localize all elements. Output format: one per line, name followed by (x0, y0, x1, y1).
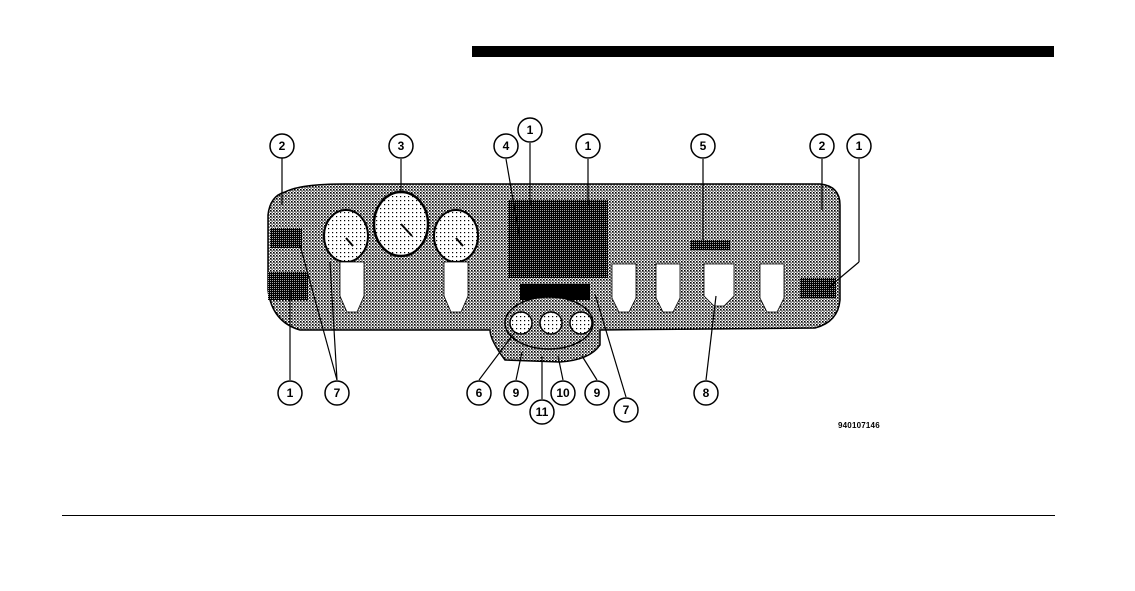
callout-label: 8 (703, 386, 710, 400)
callout-label: 9 (513, 386, 520, 400)
callout-label: 2 (819, 139, 826, 153)
callout-circle: 5 (691, 134, 715, 158)
callout-circle: 3 (389, 134, 413, 158)
callout-circle: 4 (494, 134, 518, 158)
callout-label: 11 (536, 405, 549, 419)
callout-label: 1 (287, 386, 294, 400)
callout-label: 1 (856, 139, 863, 153)
callout-label: 7 (334, 386, 341, 400)
callout-circle: 10 (551, 381, 575, 405)
callout-label: 6 (476, 386, 483, 400)
callout-circle: 1 (576, 134, 600, 158)
callout-circle: 6 (467, 381, 491, 405)
callout-circle: 11 (530, 400, 554, 424)
callout-circle: 2 (270, 134, 294, 158)
callout-circle: 7 (614, 398, 638, 422)
callout-label: 3 (398, 139, 405, 153)
callout-label: 1 (527, 123, 534, 137)
callout-label: 10 (556, 386, 570, 400)
callout-circle: 7 (325, 381, 349, 405)
callout-circle: 2 (810, 134, 834, 158)
callout-circle: 9 (585, 381, 609, 405)
center-stack (505, 200, 608, 349)
callout-label: 1 (585, 139, 592, 153)
callout-label: 4 (503, 139, 510, 153)
callout-label: 2 (279, 139, 286, 153)
callout-circle: 8 (694, 381, 718, 405)
callout-circle: 1 (847, 134, 871, 158)
callout-circle: 9 (504, 381, 528, 405)
footer-rule (62, 515, 1055, 516)
callout-label: 7 (623, 403, 630, 417)
figure-code: 940107146 (838, 421, 880, 430)
callout-circle: 1 (518, 118, 542, 142)
callout-circle: 1 (278, 381, 302, 405)
callout-label: 9 (594, 386, 601, 400)
callouts-top: 2 3 4 1 1 5 2 1 (270, 118, 871, 158)
callout-label: 5 (700, 139, 707, 153)
callouts-bottom: 1 7 6 9 11 10 9 7 8 (278, 381, 718, 424)
